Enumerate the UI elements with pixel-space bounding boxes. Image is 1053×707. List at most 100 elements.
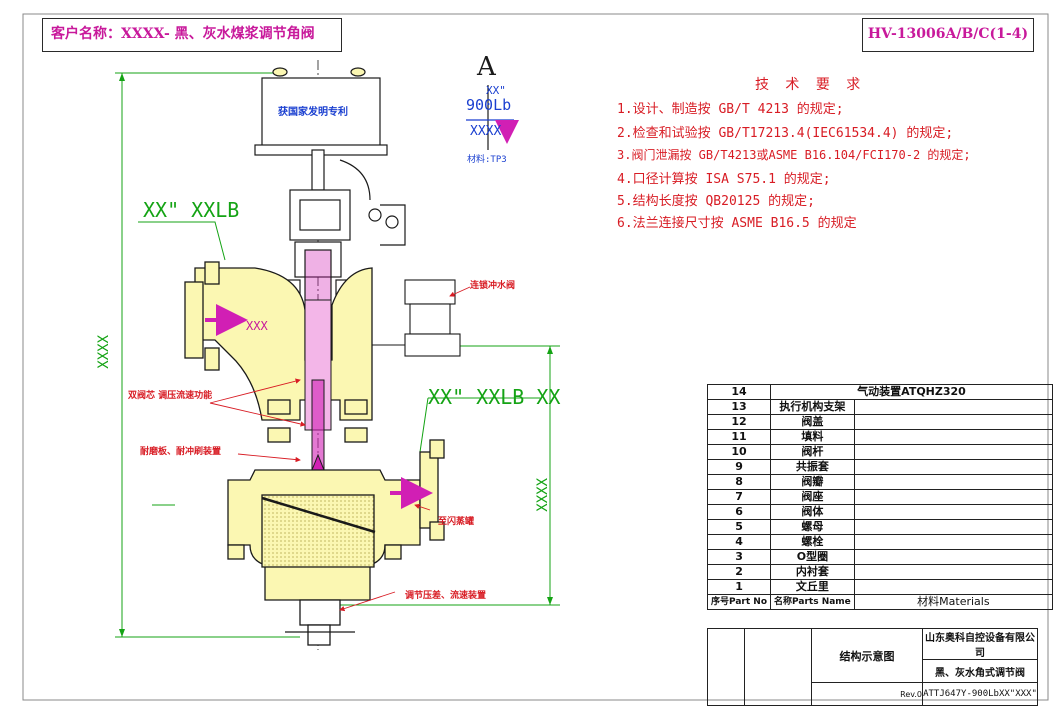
- bom-material: [853, 489, 1053, 505]
- drawing-number-box: HV-13006A/B/C(1-4): [862, 18, 1034, 52]
- bom-part-name: 内衬套: [770, 564, 855, 580]
- bom-material: [853, 519, 1053, 535]
- tech-item-2: 2.检查和试验按 GB/T17213.4(IEC61534.4) 的规定;: [617, 126, 954, 141]
- dimension-height-right: XXXX: [535, 478, 551, 512]
- bom-material: [853, 504, 1053, 520]
- bom-material: [853, 579, 1053, 595]
- symbol-size: XX": [486, 84, 506, 97]
- bom-material: [853, 459, 1053, 475]
- actuator: [254, 67, 406, 246]
- bom-part-name: 阀盖: [770, 414, 855, 430]
- bom-material: [853, 429, 1053, 445]
- flow-arrows: [205, 304, 433, 509]
- bom-part-name: 执行机构支架: [770, 399, 855, 415]
- bom-part-no: 3: [706, 549, 772, 565]
- bom-part-no: 14: [706, 384, 772, 400]
- bom-header-row: 序号Part No 名称Parts Name 材料Materials: [706, 594, 1053, 610]
- bom-part-name: 阀杆: [770, 444, 855, 460]
- outlet-destination-label: 至闪蒸罐: [438, 517, 475, 527]
- bom-material: [853, 564, 1053, 580]
- bom-header-material: 材料Materials: [853, 594, 1053, 610]
- outlet-rating: XX" XXLB XX: [428, 385, 561, 409]
- client-name: 客户名称：XXXX- 黑、灰水煤浆调节角阀: [51, 26, 315, 42]
- title-grid-b: [744, 628, 812, 706]
- bom-material: [853, 474, 1053, 490]
- flush-valve: [372, 279, 461, 357]
- title-rev: Rev.0: [811, 682, 923, 706]
- bom-part-name: 文丘里: [770, 579, 855, 595]
- pressure-adjust-label: 调节压差、流速装置: [405, 591, 487, 601]
- tech-item-4: 4.口径计算按 ISA S75.1 的规定;: [617, 172, 831, 187]
- bom-part-no: 1: [706, 579, 772, 595]
- bom-part-no: 13: [706, 399, 772, 415]
- bom-part-no: 12: [706, 414, 772, 430]
- valve-body-lower: [227, 439, 445, 646]
- dimension-lines: [115, 72, 560, 638]
- section-symbol: A: [477, 52, 496, 82]
- patent-label: 获国家发明专利: [278, 107, 348, 118]
- dimension-arrowheads: [119, 73, 553, 637]
- title-company: 山东奥科自控设备有限公司: [922, 628, 1038, 660]
- bom-part-no: 5: [706, 519, 772, 535]
- bom-part-no: 2: [706, 564, 772, 580]
- tech-item-5: 5.结构长度按 QB20125 的规定;: [617, 194, 815, 209]
- bom-material: [853, 444, 1053, 460]
- title-grid-a: [707, 628, 745, 706]
- bom-material: [853, 414, 1053, 430]
- bom-material: [853, 549, 1053, 565]
- bom-part-no: 7: [706, 489, 772, 505]
- tech-item-1: 1.设计、制造按 GB/T 4213 的规定;: [617, 102, 844, 117]
- tech-item-3: 3.阀门泄漏按 GB/T4213或ASME B16.104/FCI170-2 的…: [617, 148, 971, 162]
- bom-part-name: 螺栓: [770, 534, 855, 550]
- wear-plate-label: 耐磨板、耐冲刷装置: [140, 447, 222, 457]
- bom-material: [853, 399, 1053, 415]
- bom-part-no: 6: [706, 504, 772, 520]
- bom-part-name: 阀瓣: [770, 474, 855, 490]
- valve-trim: [304, 299, 332, 486]
- symbol-code: XXXX: [470, 124, 502, 139]
- client-name-box: 客户名称：XXXX- 黑、灰水煤浆调节角阀: [42, 18, 342, 52]
- bom-part-no: 11: [706, 429, 772, 445]
- title-model: ATTJ647Y-900LbXX"XXX": [922, 682, 1038, 706]
- bom-header-name: 名称Parts Name: [770, 594, 855, 610]
- bom-part-no: 10: [706, 444, 772, 460]
- symbol-class: 900Lb: [466, 96, 512, 114]
- inlet-rating: XX" XXLB: [143, 198, 240, 222]
- dimension-height-left: XXXX: [96, 335, 112, 369]
- leader-lines: [209, 286, 471, 612]
- bom-part-no: 8: [706, 474, 772, 490]
- tech-item-6: 6.法兰连接尺寸按 ASME B16.5 的规定: [617, 216, 857, 231]
- double-spool-label: 双阀芯 调压流速功能: [128, 391, 213, 401]
- flush-valve-label: 连锁冲水阀: [470, 281, 516, 291]
- title-product: 黑、灰水角式调节阀: [922, 659, 1038, 683]
- bom-material: [853, 534, 1053, 550]
- symbol-material: 材料:TP3: [467, 155, 507, 165]
- flow-symbol: [466, 85, 519, 150]
- bom-part-name: 阀座: [770, 489, 855, 505]
- bom-part-name: 填料: [770, 429, 855, 445]
- inlet-flow-label: XXX: [246, 319, 268, 333]
- bom-part-name: O型圈: [770, 549, 855, 565]
- tech-title: 技 术 要 求: [755, 77, 865, 93]
- bom-part-no: 9: [706, 459, 772, 475]
- drawing-number: HV-13006A/B/C(1-4): [867, 26, 1029, 42]
- bom-part-name: 共振套: [770, 459, 855, 475]
- title-caption: 结构示意图: [811, 628, 923, 683]
- bom-part-name: 阀体: [770, 504, 855, 520]
- title-block: 结构示意图 山东奥科自控设备有限公司 黑、灰水角式调节阀 ATTJ647Y-90…: [707, 628, 1038, 706]
